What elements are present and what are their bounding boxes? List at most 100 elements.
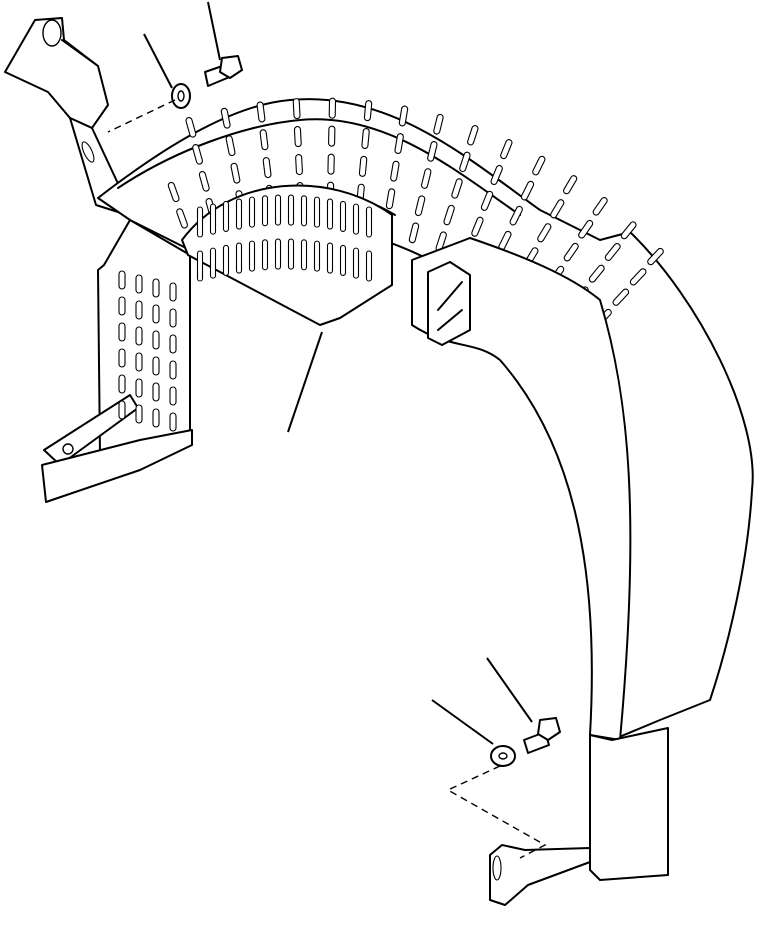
inner-drop-panel — [181, 184, 393, 326]
vent-slot — [300, 195, 308, 227]
left-mounting-bracket — [4, 17, 129, 213]
vent-slot — [420, 168, 432, 189]
vent-slot — [169, 282, 177, 302]
vent-slot — [509, 205, 523, 226]
vent-slot — [352, 203, 360, 235]
lower-right-bracket — [489, 727, 669, 906]
vent-slot — [152, 330, 160, 350]
vent-slot — [169, 412, 177, 432]
callout-leader-bolt-lower — [486, 657, 533, 723]
vent-slot — [118, 400, 126, 420]
vent-slot — [328, 97, 337, 119]
vent-slot — [118, 270, 126, 290]
vent-slot — [620, 221, 637, 240]
vent-slot — [408, 222, 420, 244]
lower-bolt — [523, 717, 561, 754]
vent-slot — [363, 100, 373, 122]
vent-slot — [135, 404, 143, 424]
vent-slot — [256, 101, 266, 123]
vent-slot — [248, 240, 256, 272]
vent-slot — [222, 200, 230, 232]
vent-slot — [467, 125, 479, 146]
vent-slot — [169, 360, 177, 380]
vent-slot — [262, 157, 272, 179]
vent-slot — [135, 378, 143, 398]
vent-slot — [563, 175, 578, 195]
vent-slot — [520, 180, 535, 201]
callout-leader-bolt-upper — [207, 1, 221, 61]
vent-slot — [293, 126, 302, 148]
vent-slot — [192, 144, 203, 165]
vent-slot — [550, 199, 565, 219]
vent-slot — [326, 242, 334, 274]
upper-washer — [171, 83, 191, 109]
lower-washer — [490, 745, 516, 767]
vent-slot — [152, 382, 160, 402]
left-side-panel — [41, 219, 193, 503]
vent-slot — [443, 204, 455, 226]
vent-slot — [222, 244, 230, 276]
vent-slot — [118, 348, 126, 368]
vent-slot — [118, 296, 126, 316]
vent-slot — [198, 171, 210, 192]
vent-slot — [361, 127, 370, 150]
vent-slot — [313, 240, 321, 272]
vent-slot — [259, 129, 269, 151]
vent-slot — [292, 98, 301, 120]
vent-slot — [451, 178, 463, 199]
lower-assembly-line — [446, 765, 547, 859]
vent-slot — [480, 190, 494, 211]
vent-slot — [394, 133, 404, 155]
vent-slot — [261, 195, 269, 227]
vent-slot — [300, 239, 308, 271]
callout-leader-fender — [287, 331, 323, 433]
vent-slot — [185, 117, 197, 138]
vent-slot — [152, 278, 160, 298]
vent-slot — [169, 308, 177, 328]
vent-slot — [225, 135, 236, 157]
top-arch-guard — [97, 97, 754, 741]
left-panel-vents — [118, 270, 177, 432]
right-side-body — [411, 237, 632, 741]
vent-slot — [604, 242, 621, 261]
vent-slot — [433, 113, 444, 135]
vent-slot — [339, 244, 347, 276]
vent-slot — [196, 206, 204, 238]
vent-slot — [500, 139, 513, 160]
vent-slot — [427, 141, 438, 162]
vent-slot — [471, 216, 484, 237]
vent-slot — [209, 247, 217, 279]
vent-slot — [313, 196, 321, 228]
vent-slot — [578, 219, 594, 239]
vent-slot — [235, 198, 243, 230]
vent-slot — [328, 125, 336, 147]
vent-slot — [152, 356, 160, 376]
vent-slot — [390, 160, 400, 182]
vent-slot — [118, 374, 126, 394]
vent-slot — [209, 203, 217, 235]
vent-slot — [459, 151, 471, 173]
vent-slot — [352, 247, 360, 279]
vent-slot — [563, 242, 579, 262]
vent-slot — [118, 322, 126, 342]
vent-slot — [327, 153, 335, 175]
vent-slot — [398, 105, 409, 127]
vent-slot — [152, 408, 160, 428]
vent-slot — [220, 107, 231, 129]
vent-slot — [135, 352, 143, 372]
vent-slot — [339, 200, 347, 232]
vent-slot — [592, 197, 608, 216]
vent-slot — [287, 194, 295, 226]
vent-slot — [176, 208, 189, 229]
vent-slot — [365, 206, 373, 238]
vent-slot — [612, 288, 630, 306]
upper-bolt — [204, 55, 243, 87]
vent-slot — [629, 268, 647, 286]
vent-slot — [152, 304, 160, 324]
vent-slot — [532, 155, 546, 176]
vent-slot — [169, 386, 177, 406]
inner-panel-vents — [196, 194, 373, 282]
vent-slot — [358, 155, 368, 177]
vent-slot — [295, 154, 303, 176]
